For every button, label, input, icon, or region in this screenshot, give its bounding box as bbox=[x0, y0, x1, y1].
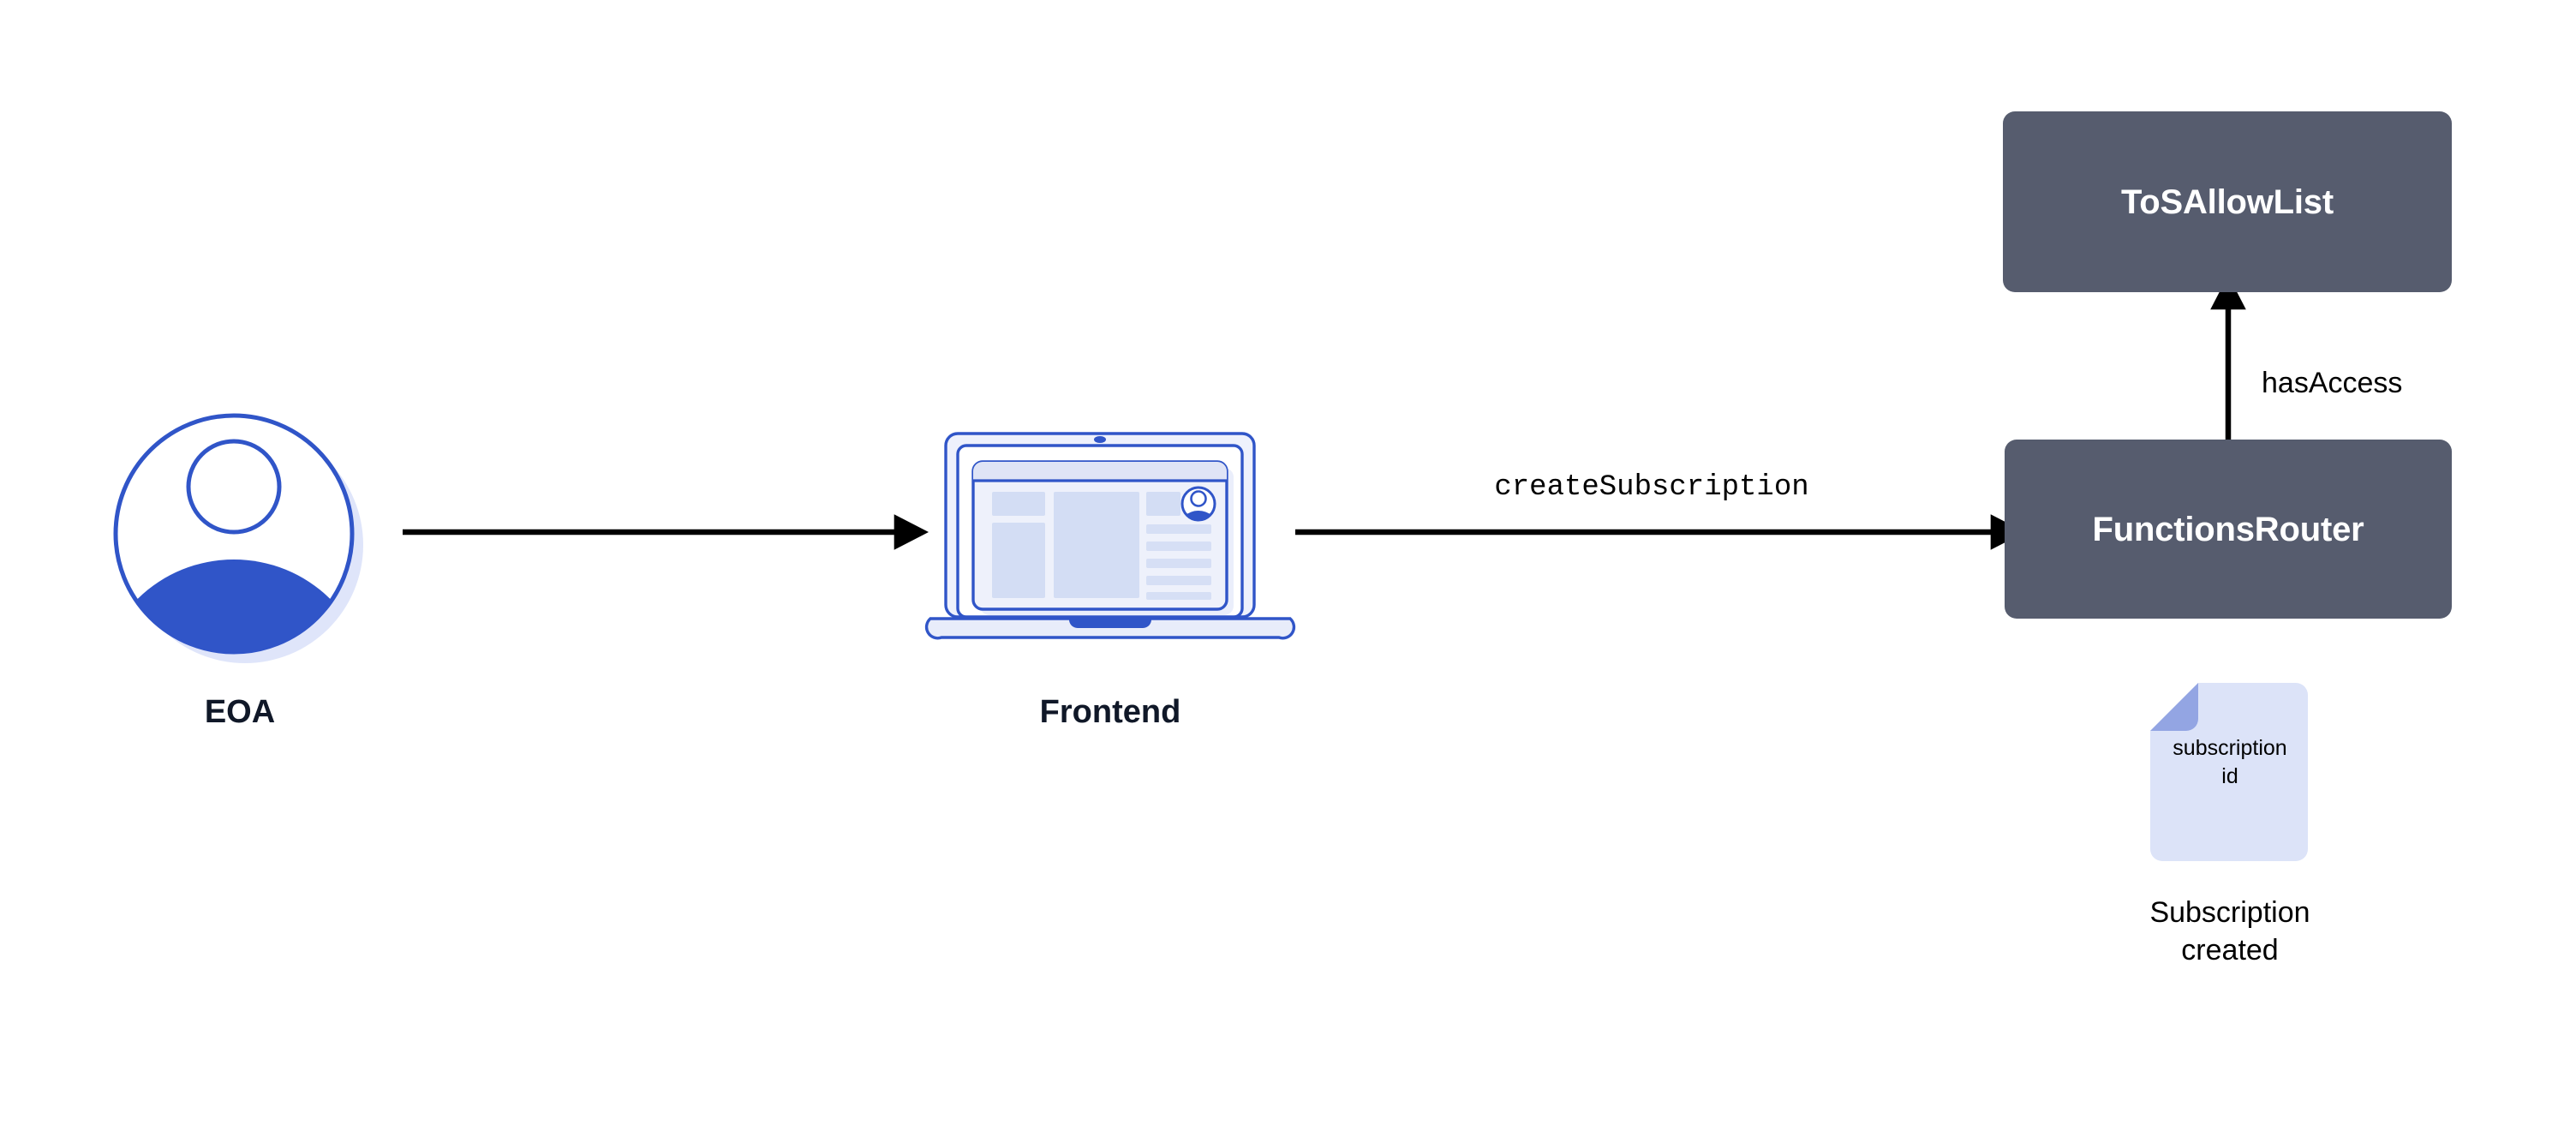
subscription-document: subscription id bbox=[2149, 681, 2311, 865]
eoa-label: EOA bbox=[204, 694, 276, 730]
node-functions-router[interactable]: FunctionsRouter bbox=[2005, 440, 2452, 619]
laptop-icon bbox=[924, 432, 1296, 640]
eoa-actor bbox=[110, 410, 367, 667]
document-text-line2: id bbox=[2221, 763, 2238, 788]
caption-line1: Subscription bbox=[2149, 896, 2310, 929]
user-avatar-icon bbox=[113, 413, 363, 663]
edge-label-create-subscription: createSubscription bbox=[1494, 471, 1809, 504]
document-text: subscription id bbox=[2149, 734, 2311, 790]
document-icon bbox=[2150, 683, 2308, 861]
frontend-actor bbox=[924, 427, 1296, 660]
node-tos-allow-list-label: ToSAllowList bbox=[2121, 183, 2334, 221]
node-tos-allow-list[interactable]: ToSAllowList bbox=[2003, 111, 2452, 292]
document-text-line1: subscription bbox=[2173, 736, 2287, 760]
frontend-label: Frontend bbox=[1039, 694, 1181, 730]
node-functions-router-label: FunctionsRouter bbox=[2092, 510, 2364, 548]
edge-label-has-access: hasAccess bbox=[2262, 367, 2403, 399]
subscription-created-caption: Subscription created bbox=[2059, 895, 2401, 969]
caption-line2: created bbox=[2181, 933, 2279, 966]
